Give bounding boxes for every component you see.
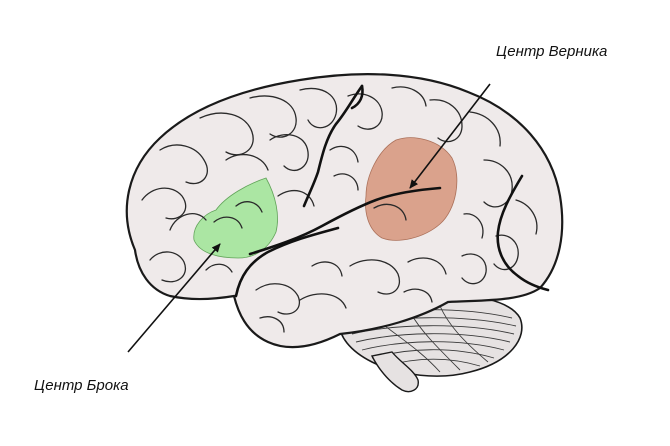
central-sulcus-branch xyxy=(350,84,364,110)
broca-label: Центр Брока xyxy=(34,377,129,394)
wernicke-area xyxy=(365,137,458,241)
central-sulcus xyxy=(302,84,364,208)
cerebrum-outline xyxy=(125,73,564,349)
parieto-occipital-sulcus xyxy=(496,174,550,292)
broca-area xyxy=(193,177,278,259)
wernicke-arrow xyxy=(409,83,491,189)
major-sulci xyxy=(234,84,550,298)
wernicke-label: Центр Верника xyxy=(496,43,607,60)
brainstem xyxy=(370,351,419,393)
temporal-lobe-edge xyxy=(234,226,340,298)
broca-arrow xyxy=(127,243,221,353)
lateral-sulcus xyxy=(248,186,442,256)
gyri-folds xyxy=(141,86,538,333)
